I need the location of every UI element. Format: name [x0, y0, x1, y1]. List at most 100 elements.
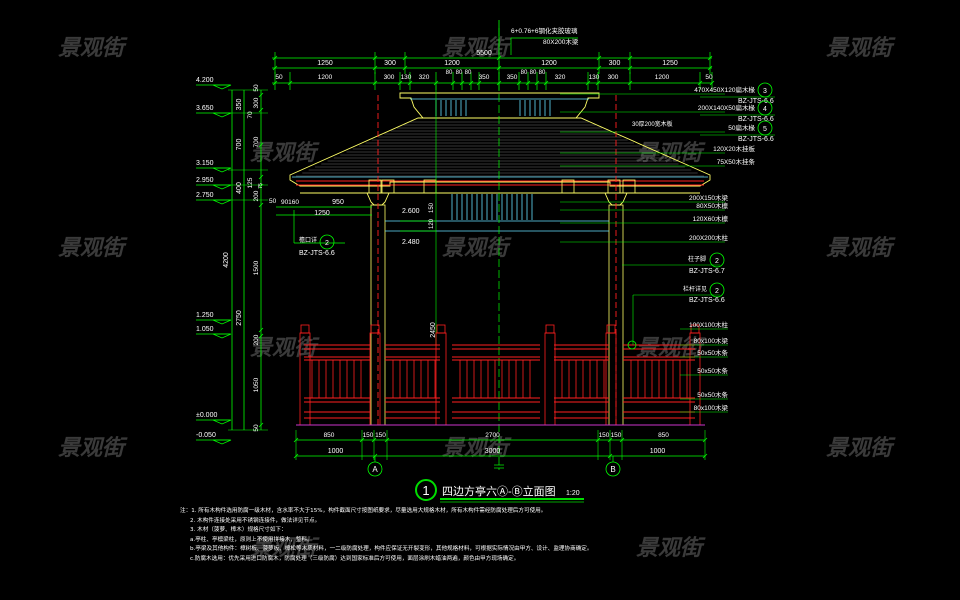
elevation-mark: 1.050 [196, 326, 214, 333]
dim-top-row2: 350 [507, 74, 518, 81]
watermark-text: 景观街 [442, 36, 512, 61]
callout-beam: 80X200木梁 [543, 37, 579, 46]
dim-left-inner: 300 [253, 97, 260, 108]
railing-post [435, 332, 447, 426]
dim-left-middle: 400 [236, 182, 243, 194]
post-cap [606, 324, 616, 334]
watermark-text: 景观街 [826, 436, 896, 461]
callout-text: 120X60木檩 [693, 214, 729, 223]
dim-top-small: 80 [465, 70, 472, 76]
dimension-tick [595, 80, 601, 86]
dimension-tick [258, 174, 264, 180]
callout-text: 50扁木椽 [728, 123, 755, 132]
detail-ref-code: BZ-JTS-6.6 [689, 297, 725, 304]
dimension-tick [707, 55, 713, 61]
detail-ref-circle [319, 234, 335, 250]
post-cap [436, 324, 446, 334]
note-line: b.亭梁及其他构件：樟树板、菠萝板、樟松等木质材料，一二级防腐处理，构件应保证无… [190, 546, 593, 552]
callout-inner: 30厚200宽木板 [632, 120, 673, 128]
dim-bottom-row1: 150 [599, 432, 610, 439]
dim-top-row2: 300 [384, 74, 395, 81]
detail-ref-code: BZ-JTS-6.6 [738, 98, 774, 105]
dimension-tick [258, 92, 264, 98]
callout-text: 80X50木檩 [696, 201, 728, 210]
watermark-text: 景观街 [826, 236, 896, 261]
callout-label: 柱子脚 [688, 255, 706, 263]
dim-top-row2: 50 [705, 74, 713, 81]
dim-left-inner: 700 [253, 136, 260, 147]
detail-ref-number: 3 [763, 88, 767, 95]
dimension-tick [702, 437, 708, 443]
dim-left-small: 75 [258, 183, 264, 189]
dimension-tick [258, 327, 264, 333]
railing-post [544, 332, 556, 426]
dim-left-inner: 50 [253, 84, 260, 92]
dimension-tick [525, 80, 531, 86]
elevation-mark: 4.200 [196, 77, 214, 84]
roof-cap [399, 92, 600, 119]
dimension-tick [516, 80, 522, 86]
callout-label: 栏杆详见 [683, 285, 707, 293]
dim-left-inner: 1500 [253, 260, 260, 275]
dim-left-inner: 70 [247, 111, 254, 119]
dimension-tick [595, 437, 601, 443]
dim-top-row1: 1200 [444, 60, 460, 67]
dimension-tick [372, 55, 378, 61]
elevation-triangle [212, 319, 232, 325]
dimension-tick [607, 453, 613, 459]
railing-post [605, 332, 617, 426]
dim-inner: 950 [332, 199, 344, 206]
dim-top-row1: 1250 [317, 60, 333, 67]
dimension-tick [707, 65, 713, 71]
watermark-text: 景观街 [250, 141, 320, 166]
dimension-tick [384, 437, 390, 443]
watermark-text: 景观街 [826, 36, 896, 61]
axis-bubble [367, 461, 383, 477]
dim-mid: 120 [429, 218, 435, 229]
callout-text: 470X450X120扁木椽 [694, 85, 755, 94]
pavilion-structure [289, 28, 711, 470]
detail-ref-number: 4 [763, 106, 767, 113]
dim-left-inner: 200 [253, 190, 260, 201]
elevation-mark: ±0.000 [196, 412, 217, 419]
dimension-tick [397, 80, 403, 86]
dimension-tick [459, 80, 465, 86]
dimension-tick [402, 55, 408, 61]
dimension-tick [619, 437, 625, 443]
elevation-triangle [212, 439, 232, 445]
axis-label: B [610, 465, 615, 474]
dimension-tick [258, 183, 264, 189]
elevation-triangle [212, 419, 232, 425]
dim-bottom-row1: 850 [658, 432, 669, 439]
callout-text: 200X150木梁 [689, 193, 729, 202]
dimension-tick [450, 80, 456, 86]
watermark-text: 景观街 [58, 436, 128, 461]
callout-label: 檐口详 [299, 236, 317, 244]
detail-ref-number: 2 [715, 288, 719, 295]
dimension-tick [607, 437, 613, 443]
elevation-triangle [212, 84, 232, 90]
dimension-tick [258, 333, 264, 339]
watermark-text: 景观街 [636, 536, 706, 561]
elevation-mark: 2.750 [196, 192, 214, 199]
dimension-tick [402, 65, 408, 71]
dim-top-row2: 130 [589, 74, 600, 81]
dim-bottom-row1: 850 [324, 432, 335, 439]
dimension-tick [702, 453, 708, 459]
dimension-tick [372, 65, 378, 71]
note-line: 3. 木材（菠萝、樟木）规格尺寸如下： [190, 527, 287, 533]
dim-top-row2: 1200 [318, 74, 333, 81]
elevation-mark: 3.650 [196, 105, 214, 112]
dimension-tick [258, 142, 264, 148]
dimension-tick [359, 437, 365, 443]
watermark-text: 景观街 [250, 536, 320, 561]
dimension-tick [258, 422, 264, 428]
dim-top-small: 80 [446, 70, 453, 76]
callout-text: 80x100木梁 [694, 403, 729, 412]
dim-left-outer: 4200 [223, 252, 230, 268]
dimension-tick [709, 80, 715, 86]
dim-top-row2: 320 [555, 74, 566, 81]
dim-bottom-row1: 150 [363, 432, 374, 439]
